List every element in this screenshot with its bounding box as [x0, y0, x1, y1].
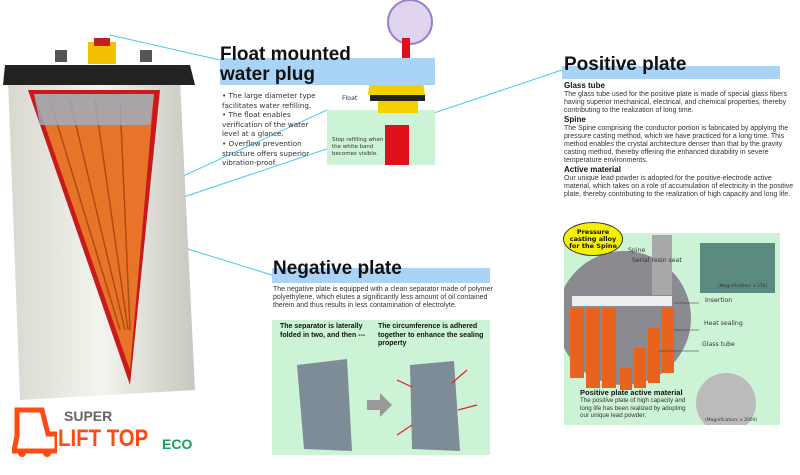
positive-plate-illustration	[564, 235, 775, 425]
bullet: • The float enables verification of the …	[222, 110, 309, 139]
spine-label: Spine	[628, 247, 646, 254]
magnification-2000-label: (Magnification: x 2000)	[705, 418, 758, 423]
negative-plate-title: Negative plate	[273, 258, 402, 279]
battery-cutaway-illustration	[3, 38, 195, 400]
magnification-150-label: (Magnification: x 150)	[718, 284, 768, 289]
negative-plate-text: The negative plate is equipped with a cl…	[273, 286, 493, 309]
active-material-heading: Active material	[564, 165, 621, 174]
forklift-icon	[12, 407, 57, 457]
logo-lift-top: LIFT TOP	[58, 425, 149, 452]
heat-sealing-label: Heat sealing	[704, 320, 743, 327]
bullet: • The large diameter type facilitates wa…	[222, 91, 316, 110]
glass-tube-text: The glass tube used for the positive pla…	[564, 91, 787, 114]
logo-eco: ECO	[162, 436, 193, 452]
pressure-casting-bubble: Pressure casting alloy for the Spine	[563, 222, 623, 256]
float-title-bar	[220, 58, 435, 85]
step1-text: The separator is laterally folded in two…	[280, 323, 366, 339]
spine-text: The Spine comprising the conductor porti…	[564, 125, 789, 164]
active-material-caption-title: Positive plate active material	[580, 388, 683, 397]
float-plug-bullets: • The large diameter type facilitates wa…	[222, 91, 326, 168]
separator-fold-illustration	[297, 359, 478, 451]
glass-tube-label: Glass tube	[702, 341, 735, 348]
positive-title-bar	[562, 66, 780, 79]
negative-title-bar	[272, 268, 490, 283]
stop-refilling-label: Stop refilling when the white band becom…	[332, 137, 384, 157]
insertion-label: Insertion	[705, 297, 733, 304]
active-material-caption-text: The positive plate of high capacity and …	[580, 397, 686, 419]
active-material-caption: Positive plate active material The posit…	[580, 388, 692, 420]
positive-plate-title: Positive plate	[564, 54, 687, 75]
water-plug-illustration	[368, 0, 433, 165]
float-plug-panel	[327, 110, 435, 165]
glass-tube-heading: Glass tube	[564, 81, 605, 90]
float-label: Float	[342, 95, 358, 102]
logo-super: SUPER	[64, 408, 113, 424]
step2-text: The circumference is adhered together to…	[378, 323, 484, 347]
bullet: • Overflow prevention structure offers s…	[222, 138, 310, 168]
super-lift-top-eco-logo: SUPER LIFT TOP ECO	[12, 404, 202, 460]
serial-resin-seat-label: Serial resin seat	[632, 257, 682, 264]
active-material-text: Our unique lead powder is adopted for th…	[564, 175, 794, 198]
spine-heading: Spine	[564, 115, 586, 124]
